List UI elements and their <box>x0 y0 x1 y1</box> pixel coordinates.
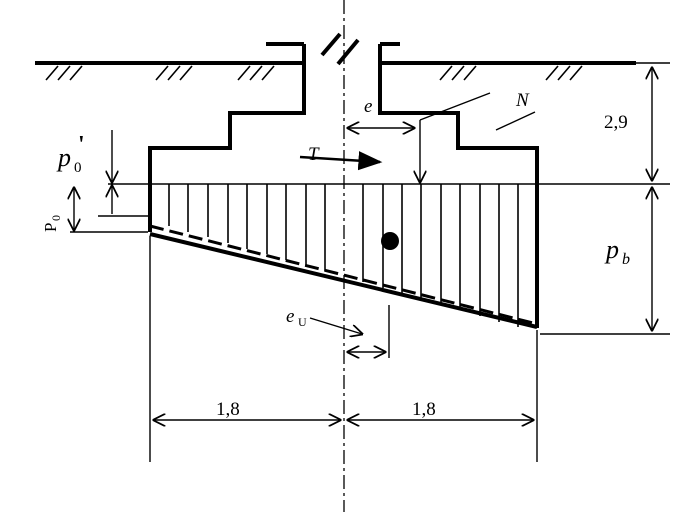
svg-text:0: 0 <box>49 215 63 221</box>
eccentricity-e <box>348 92 536 182</box>
e-label: e <box>364 96 372 117</box>
force-t-arrow <box>299 151 383 171</box>
pb-label: p <box>604 235 619 264</box>
resultant-point <box>381 232 399 250</box>
n-label: N <box>515 90 530 111</box>
eccentricity-eu <box>309 305 390 358</box>
left-dimensions <box>70 130 148 233</box>
p0-prime-sub: 0 <box>74 160 82 176</box>
ground-hatching <box>45 65 583 81</box>
svg-text:P: P <box>41 223 60 232</box>
pb-sub: b <box>622 251 630 268</box>
pressure-bottom-line <box>149 232 538 329</box>
depth-label: 2,9 <box>604 112 628 133</box>
width-left-label: 1,8 <box>216 399 240 420</box>
pressure-hatch <box>168 184 519 327</box>
eu-label: e <box>286 306 294 327</box>
eu-sub: U <box>298 315 307 329</box>
p0-label: P 0 <box>41 215 63 232</box>
footing-outline <box>148 32 539 328</box>
p0-prime-label: p <box>56 143 71 172</box>
t-label: T <box>308 144 320 165</box>
width-right-label: 1,8 <box>412 399 436 420</box>
right-dimensions <box>540 62 670 335</box>
width-dimensions <box>149 236 538 462</box>
pressure-dashed-line <box>149 224 538 326</box>
p0-prime-mark: ' <box>78 132 85 158</box>
